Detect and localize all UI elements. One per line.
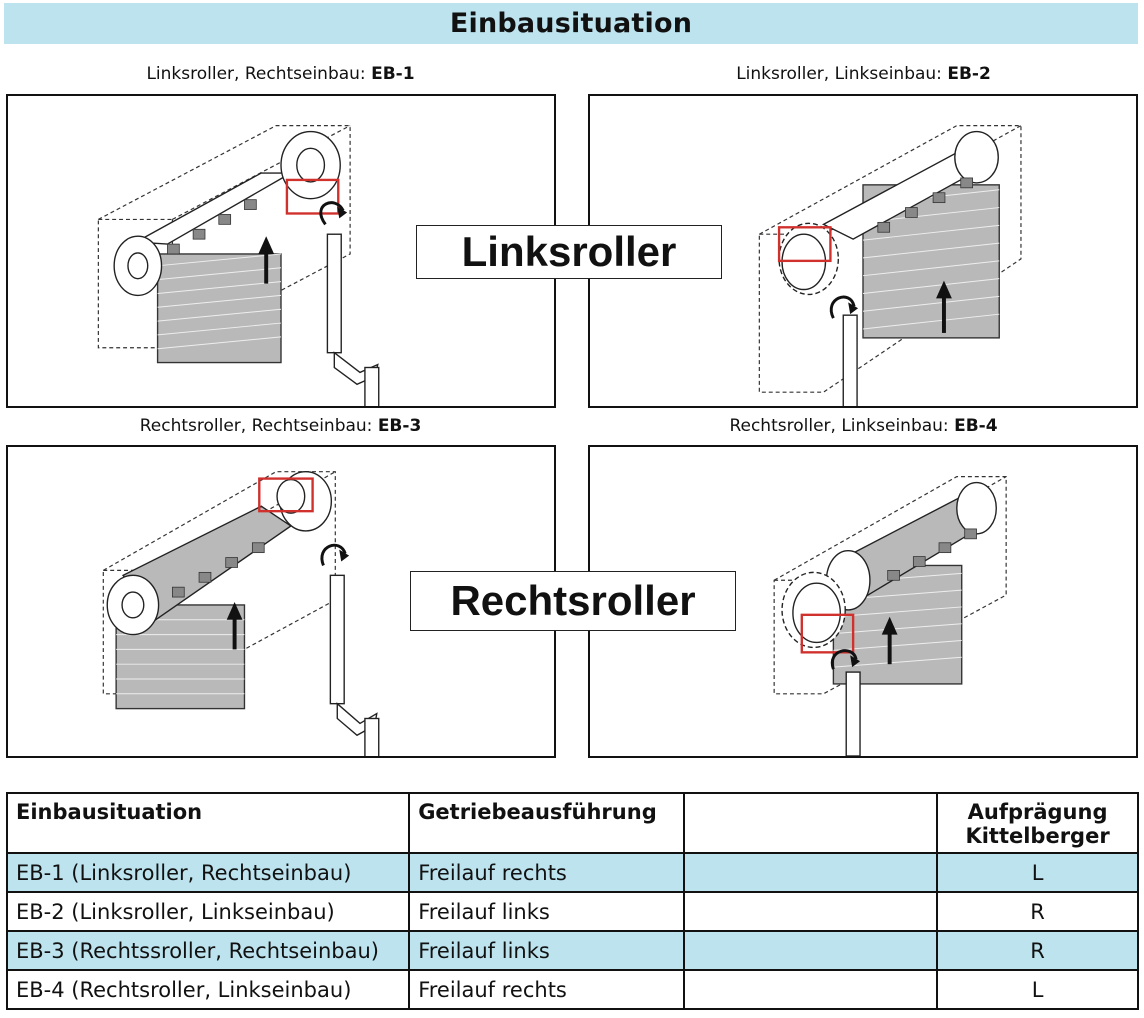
page-title: Einbausituation — [449, 8, 693, 39]
linksroller-label: Linksroller — [416, 225, 722, 279]
table-cell: R — [936, 891, 1139, 932]
table-cell: Freilauf rechts — [408, 969, 686, 1010]
table-cell: L — [936, 852, 1139, 893]
table-cell: EB-3 (Rechtssroller, Rechtseinbau) — [5, 930, 411, 971]
roller-shutter-drawing — [773, 476, 1007, 756]
column-header: Einbausituation — [5, 792, 411, 854]
caption-eb4: Rechtsroller, Linkseinbau: EB-4 — [729, 416, 998, 436]
table-cell: R — [936, 930, 1139, 971]
table-cell: EB-1 (Linksroller, Rechtseinbau) — [5, 852, 411, 893]
table-cell: Freilauf links — [408, 930, 686, 971]
roller-shutter-drawing — [97, 125, 380, 406]
caption-eb2: Linksroller, Linkseinbau: EB-2 — [736, 64, 991, 84]
table-cell — [683, 852, 939, 893]
table-cell — [683, 930, 939, 971]
highlight-box — [777, 226, 832, 263]
roller-shutter-drawing — [102, 470, 380, 756]
table-header-row: Einbausituation Getriebeausführung Aufpr… — [5, 792, 1139, 854]
table-row: EB-4 (Rechtsroller, Linkseinbau) Freilau… — [5, 969, 1139, 1010]
table-row: EB-1 (Linksroller, Rechtseinbau) Freilau… — [5, 852, 1139, 893]
caption-eb3: Rechtsroller, Rechtseinbau: EB-3 — [139, 416, 422, 436]
table-cell — [683, 969, 939, 1010]
table-cell: Freilauf links — [408, 891, 686, 932]
caption-eb1: Linksroller, Rechtseinbau: EB-1 — [146, 64, 415, 84]
table-cell: L — [936, 969, 1139, 1010]
highlight-box — [285, 178, 340, 215]
rechtsroller-label: Rechtsroller — [410, 571, 736, 631]
table-row: EB-3 (Rechtssroller, Rechtseinbau) Freil… — [5, 930, 1139, 971]
page-header: Einbausituation — [4, 3, 1138, 44]
table-cell: Freilauf rechts — [408, 852, 686, 893]
highlight-box — [258, 477, 314, 513]
column-header: Getriebeausführung — [408, 792, 686, 854]
column-header — [683, 792, 939, 854]
highlight-box — [800, 613, 855, 654]
table-cell: EB-4 (Rechtsroller, Linkseinbau) — [5, 969, 411, 1010]
table-cell: EB-2 (Linksroller, Linkseinbau) — [5, 891, 411, 932]
einbau-table: Einbausituation Getriebeausführung Aufpr… — [5, 792, 1139, 1010]
table-cell — [683, 891, 939, 932]
table-row: EB-2 (Linksroller, Linkseinbau) Freilauf… — [5, 891, 1139, 932]
roller-shutter-drawing — [758, 125, 1022, 406]
